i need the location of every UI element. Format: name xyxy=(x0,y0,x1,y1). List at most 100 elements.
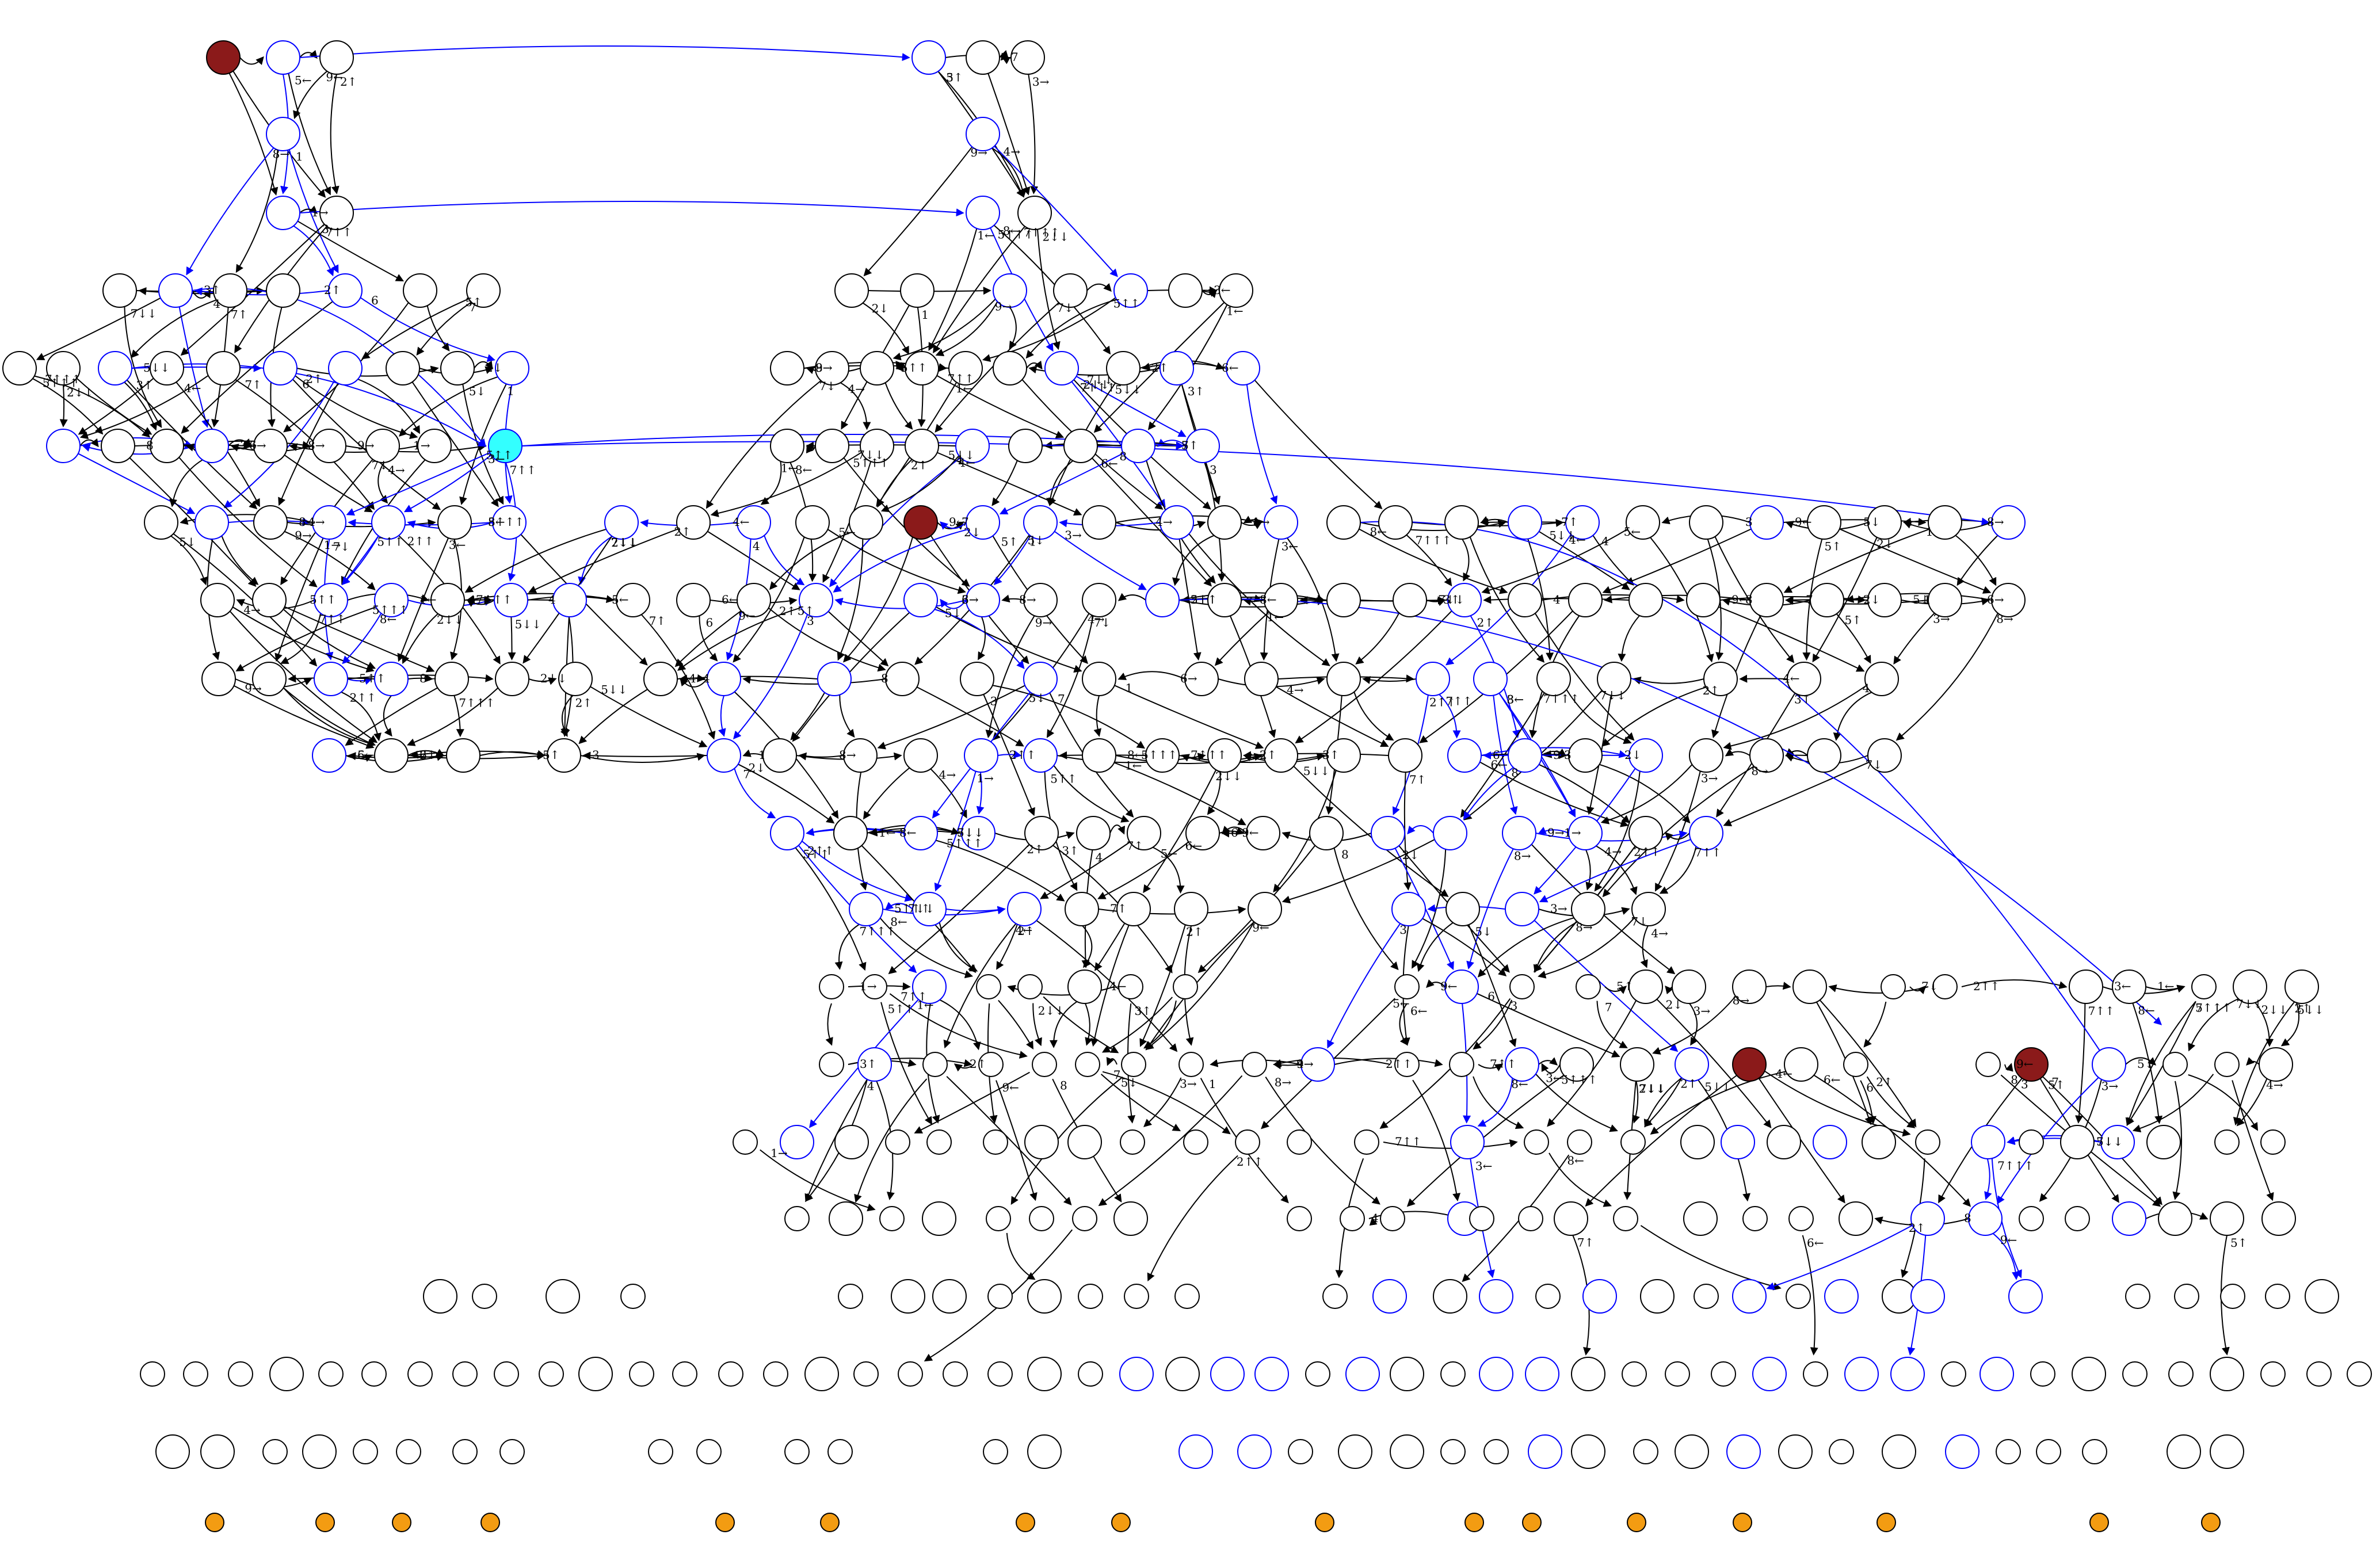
target-state-node xyxy=(903,505,938,540)
edge-label: 1→ xyxy=(324,538,341,552)
state-node xyxy=(144,505,178,540)
state-node-highlighted xyxy=(1844,1357,1879,1391)
state-node xyxy=(804,1357,839,1391)
edge-blue xyxy=(1481,747,1627,758)
edge-label: 1← xyxy=(781,461,798,475)
edge-label: 2↑ xyxy=(1027,842,1043,856)
edge xyxy=(1718,606,1865,672)
edge-label: 5↑↑↑ xyxy=(947,836,983,850)
edge xyxy=(1618,615,1640,662)
edge xyxy=(1049,1001,1078,1048)
state-node xyxy=(200,1434,235,1469)
edge-label: 4 xyxy=(753,539,760,553)
edge xyxy=(1147,1155,1238,1282)
edge-label: 5↑↑↑ xyxy=(1561,1073,1597,1087)
edge-label: 9→ xyxy=(970,146,987,159)
state-node-highlighted xyxy=(1726,1434,1761,1469)
state-node-highlighted xyxy=(903,816,938,850)
state-node xyxy=(101,429,135,463)
edge-label: 7↓↓ xyxy=(2236,997,2263,1011)
state-node xyxy=(1326,662,1361,696)
edge xyxy=(192,289,211,299)
edge-label: 7↓ xyxy=(1866,758,1882,772)
edge-label: 5↑↑↑ xyxy=(43,376,79,390)
state-node xyxy=(1536,662,1571,696)
edge-label: 8→ xyxy=(1275,1075,1292,1089)
state-node xyxy=(2305,1279,2339,1314)
edge xyxy=(1406,534,1452,587)
state-node xyxy=(578,1357,613,1391)
state-node xyxy=(1380,1206,1405,1231)
state-node xyxy=(1975,1052,2001,1077)
edge-blue xyxy=(578,536,613,585)
edge-label: 7↓↓ xyxy=(611,535,637,549)
edge-blue xyxy=(1439,694,1461,739)
edge-label: 8 xyxy=(1511,766,1519,780)
state-node xyxy=(2284,970,2319,1004)
state-node-highlighted xyxy=(1023,662,1058,696)
state-node xyxy=(319,40,354,75)
edge-label: 2↑ xyxy=(1703,684,1719,697)
edge-blue xyxy=(1075,376,1187,437)
edge xyxy=(464,528,607,593)
edge xyxy=(1547,1000,1637,1127)
state-node xyxy=(862,974,887,999)
edge-label: 8 xyxy=(2011,1072,2018,1086)
state-node-highlighted xyxy=(1119,1357,1154,1391)
edge xyxy=(1599,764,1691,824)
edge-blue xyxy=(1327,923,1401,1049)
edge xyxy=(1102,1071,1231,1135)
edge xyxy=(936,375,1065,438)
state-node xyxy=(150,351,184,386)
edge xyxy=(1836,613,1871,664)
edge xyxy=(1243,597,1265,606)
state-node xyxy=(2233,970,2267,1004)
edge xyxy=(1802,1235,1818,1356)
state-node xyxy=(932,1279,967,1314)
state-node xyxy=(838,1284,863,1309)
edge-label: 1 xyxy=(1924,593,1931,606)
state-node xyxy=(1207,583,1242,617)
edge xyxy=(742,749,764,757)
edge-label: 5↑ xyxy=(1001,535,1018,549)
goal-node xyxy=(1876,1513,1896,1532)
edge xyxy=(453,695,464,738)
state-node xyxy=(2260,1129,2286,1155)
edge-label: 6 xyxy=(1231,826,1238,839)
edge-label: 5↑↑ xyxy=(359,671,386,685)
edge-label: 2↑ xyxy=(779,604,796,618)
state-node xyxy=(1703,662,1738,696)
edge-label: 5↓↓ xyxy=(515,617,541,631)
state-node xyxy=(1792,970,1827,1004)
edge xyxy=(1813,1074,1971,1207)
state-node-highlighted xyxy=(911,40,946,75)
edge-label: 7↑↑ xyxy=(1395,1135,1421,1148)
edge xyxy=(790,692,825,741)
edge xyxy=(1594,771,1641,892)
edge-label: 2↑ xyxy=(575,696,592,710)
state-node xyxy=(983,1439,1008,1464)
edge xyxy=(1046,615,1094,738)
edge xyxy=(1090,925,1130,1047)
edge xyxy=(935,839,1065,902)
state-node xyxy=(2265,1284,2290,1309)
edge xyxy=(928,228,978,351)
edge-label: 5← xyxy=(1624,525,1641,539)
edge-label: 6← xyxy=(1491,758,1508,772)
state-node xyxy=(1242,1052,1267,1077)
edge-blue xyxy=(78,453,196,514)
edge-label: 9→ xyxy=(245,681,262,695)
edge-label: 8→ xyxy=(815,361,833,375)
state-node xyxy=(155,1434,190,1469)
state-node xyxy=(252,662,287,696)
edge xyxy=(292,379,441,510)
edge-label: 6 xyxy=(371,293,379,307)
state-node xyxy=(1991,583,2026,617)
state-node-highlighted xyxy=(912,970,947,1004)
edges-layer xyxy=(32,45,2300,1362)
state-node-highlighted xyxy=(1565,505,1600,540)
edge xyxy=(1473,1076,1524,1129)
state-node xyxy=(1807,505,1841,540)
state-node xyxy=(183,1361,208,1387)
state-node xyxy=(1168,273,1203,308)
